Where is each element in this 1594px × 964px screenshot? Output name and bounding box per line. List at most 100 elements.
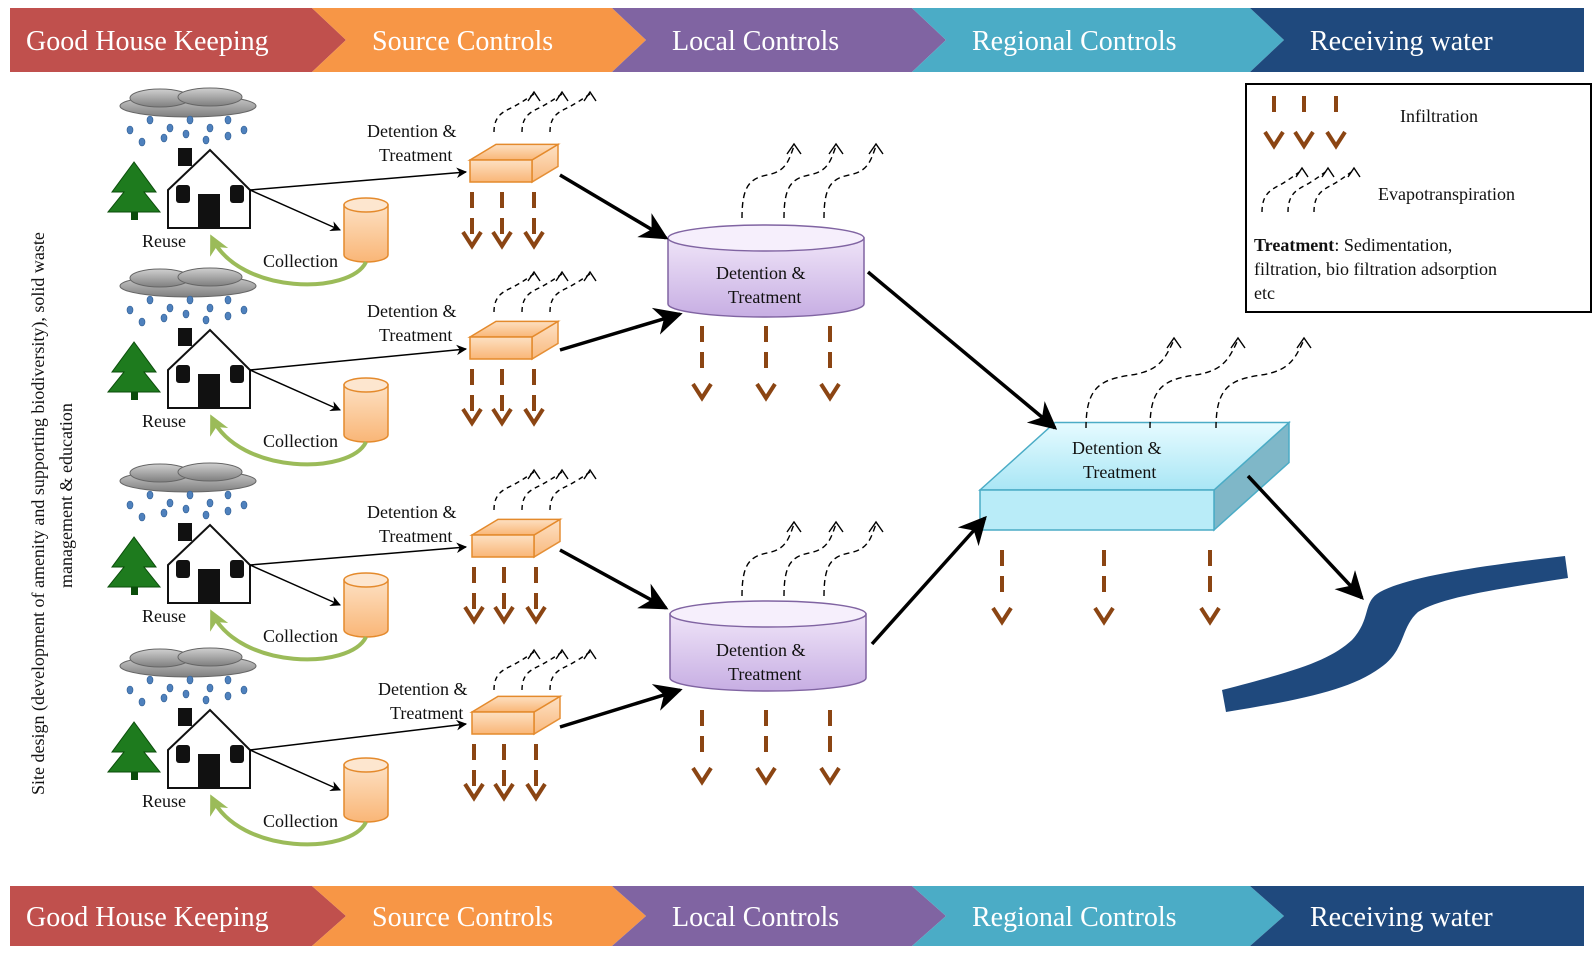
raindrop bbox=[240, 685, 248, 695]
evapotranspiration-caret bbox=[828, 520, 844, 533]
local-detention-label-1: Detention & bbox=[716, 263, 805, 283]
raindrop bbox=[146, 675, 154, 685]
legend-treatment-line1: Treatment: Sedimentation, bbox=[1254, 235, 1452, 255]
local-detention-label-2: Treatment bbox=[728, 664, 801, 684]
raindrop bbox=[240, 305, 248, 315]
raindrop bbox=[186, 675, 194, 685]
raindrop bbox=[126, 125, 134, 135]
house-door bbox=[198, 374, 220, 408]
infiltration-arrowhead bbox=[1293, 130, 1315, 150]
band-label-0: Good House Keeping bbox=[26, 26, 269, 57]
raindrop bbox=[166, 303, 174, 313]
evapotranspiration-line bbox=[823, 523, 877, 597]
local-tank-body bbox=[669, 613, 867, 692]
raindrop bbox=[224, 131, 232, 141]
local-control-1: Detention & Treatment bbox=[667, 142, 884, 402]
runoff-arrow-to-collection bbox=[249, 564, 341, 606]
collection-tank-body bbox=[343, 384, 389, 443]
infiltration-arrowhead bbox=[1093, 606, 1115, 626]
collection-tank-top bbox=[343, 757, 389, 773]
raindrop bbox=[224, 490, 232, 500]
cloud-puff bbox=[177, 462, 243, 482]
infiltration-arrowhead bbox=[493, 782, 515, 802]
evapotranspiration-caret bbox=[1166, 336, 1182, 349]
reuse-flow-arrow bbox=[210, 414, 368, 467]
evapotranspiration-caret bbox=[527, 90, 541, 102]
evapotranspiration-caret bbox=[786, 520, 802, 533]
evapotranspiration-line bbox=[549, 651, 591, 691]
house-chimney bbox=[178, 708, 192, 726]
band-segment-2 bbox=[612, 886, 946, 946]
collection-tank-top bbox=[343, 197, 389, 213]
raindrop bbox=[146, 115, 154, 125]
evapotranspiration-line bbox=[1261, 169, 1303, 213]
collection-tank bbox=[343, 757, 389, 823]
legend-treatment-desc1: : Sedimentation, bbox=[1334, 235, 1452, 255]
band-segment-1 bbox=[312, 8, 646, 72]
runoff-arrow-to-collection bbox=[249, 369, 341, 411]
raindrop bbox=[160, 313, 168, 323]
raindrop bbox=[126, 685, 134, 695]
house-chimney bbox=[178, 523, 192, 541]
evapotranspiration-caret bbox=[583, 468, 597, 480]
evapotranspiration-line bbox=[1287, 169, 1329, 213]
local-detention-label-1: Detention & bbox=[716, 640, 805, 660]
reuse-label: Reuse bbox=[142, 606, 186, 626]
collection-label: Collection bbox=[263, 811, 338, 831]
local-detention-label-2: Treatment bbox=[728, 287, 801, 307]
reuse-flow-arrow bbox=[210, 609, 368, 662]
evapotranspiration-line bbox=[549, 471, 591, 511]
evapotranspiration-line bbox=[783, 145, 837, 219]
raindrop bbox=[126, 305, 134, 315]
infiltration-arrowhead bbox=[523, 407, 545, 427]
legend-box bbox=[1245, 83, 1592, 313]
flow-arrow-source-to-local bbox=[559, 173, 669, 240]
raindrop bbox=[182, 689, 190, 699]
evapotranspiration-caret bbox=[868, 520, 884, 533]
flow-arrow-local-to-regional bbox=[866, 270, 1058, 430]
band-segment-4 bbox=[1250, 8, 1584, 72]
house-chimney bbox=[178, 328, 192, 346]
raindrop bbox=[160, 133, 168, 143]
local-tank-top bbox=[667, 224, 865, 252]
band-label-4: Receiving water bbox=[1310, 26, 1493, 57]
evapotranspiration-line bbox=[549, 93, 591, 133]
band-segment-1 bbox=[312, 886, 646, 946]
side-caption: Site design (development of amenity and … bbox=[28, 232, 76, 795]
evapotranspiration-line bbox=[741, 523, 795, 597]
cloud-puff bbox=[177, 647, 243, 667]
house-icon bbox=[167, 708, 251, 789]
evapotranspiration-line bbox=[783, 523, 837, 597]
evapotranspiration-line bbox=[549, 273, 591, 313]
tree-canopy bbox=[106, 721, 162, 773]
house-body bbox=[167, 328, 251, 409]
source-control-box-front bbox=[471, 711, 535, 735]
raindrop bbox=[138, 317, 146, 327]
evapotranspiration-line bbox=[521, 273, 563, 313]
collection-label: Collection bbox=[263, 431, 338, 451]
raindrop bbox=[224, 311, 232, 321]
house-window-left bbox=[176, 560, 190, 578]
tree-icon bbox=[106, 536, 162, 595]
house-window-left bbox=[176, 185, 190, 203]
band-label-1: Source Controls bbox=[372, 26, 553, 57]
band-label-0: Good House Keeping bbox=[26, 902, 269, 933]
tree-trunk bbox=[131, 212, 138, 220]
house-window-right bbox=[230, 745, 244, 763]
evapotranspiration-line bbox=[1215, 339, 1305, 429]
evapotranspiration-caret bbox=[1347, 166, 1361, 178]
house-icon bbox=[167, 148, 251, 229]
raindrop bbox=[186, 295, 194, 305]
regional-detention-label-2: Treatment bbox=[1083, 462, 1156, 482]
band-segment-0 bbox=[10, 8, 346, 72]
raindrop bbox=[182, 309, 190, 319]
raindrop bbox=[138, 137, 146, 147]
rain-cloud-icon bbox=[119, 267, 257, 327]
legend-evapotranspiration-label: Evapotranspiration bbox=[1378, 184, 1515, 204]
evapotranspiration-caret bbox=[555, 90, 569, 102]
legend-treatment-line3: etc bbox=[1254, 283, 1275, 303]
infiltration-arrowhead bbox=[991, 606, 1013, 626]
house-door bbox=[198, 194, 220, 228]
